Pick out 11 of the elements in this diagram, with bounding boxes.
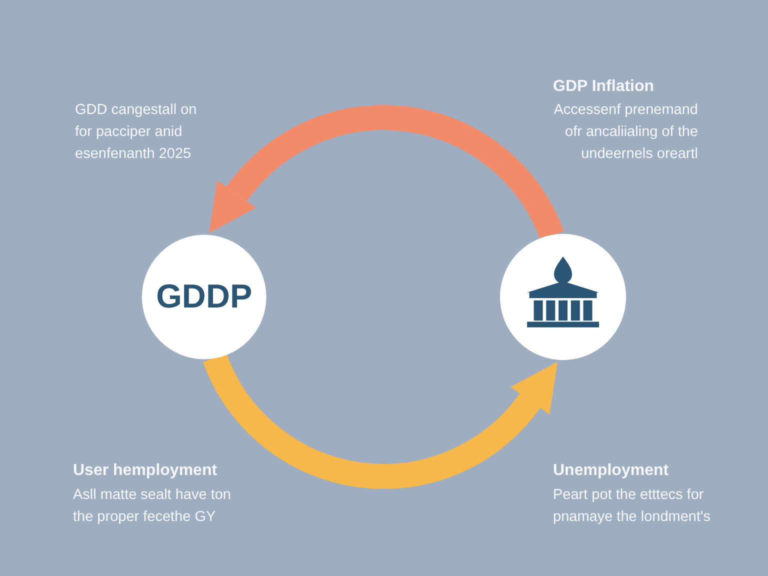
- description-text: Accessenf prenemand ofr ancaliialing of the undeernels oreartl: [552, 101, 698, 164]
- description-text: Asll matte sealt have ton the proper fecethe GY: [73, 486, 232, 527]
- circle-node: GDDP: [142, 234, 266, 360]
- arrow: [203, 352, 560, 489]
- arrow: [206, 105, 564, 240]
- description-text: Peart pot the etttecs for pnamaye the londment's: [553, 486, 712, 527]
- circle-node: [500, 234, 626, 360]
- heading: Unemployment: [553, 461, 670, 481]
- description-text: GDD cangestall on for pacciper anid esenfenanth 2025: [75, 101, 198, 164]
- heading: GDP Inflation: [553, 77, 656, 97]
- heading: User hemployment: [73, 461, 218, 481]
